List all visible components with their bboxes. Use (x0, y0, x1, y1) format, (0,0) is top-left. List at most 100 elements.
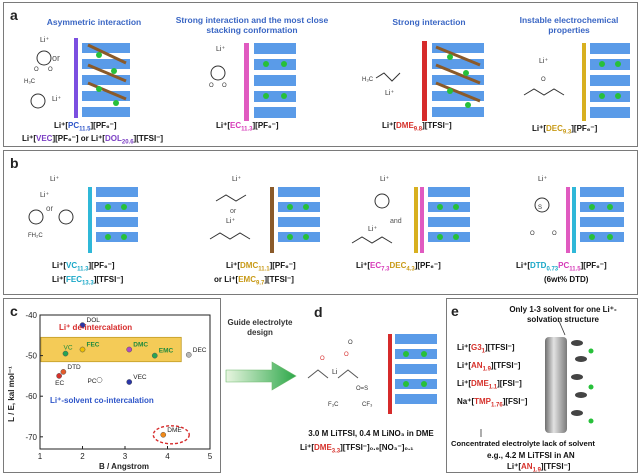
svg-text:O: O (320, 356, 325, 362)
svg-text:or: or (230, 208, 237, 215)
svg-text:Li⁺: Li⁺ (40, 192, 49, 199)
title-asymmetric: Asymmetric interaction (46, 17, 142, 27)
dmc-emc-molecule-icon: Li⁺ or Li⁺ (209, 176, 251, 240)
y-tick-label: -40 (25, 311, 37, 320)
title-strong-interaction: Strong interaction (392, 17, 466, 27)
svg-text:Li⁺: Li⁺ (232, 176, 241, 183)
svg-text:Li⁺: Li⁺ (52, 96, 61, 103)
e-top-note: Only 1-3 solvent for one Li⁺-solvation s… (509, 305, 617, 324)
svg-text:O: O (552, 231, 557, 237)
svg-text:O: O (344, 352, 349, 358)
svg-text:Li⁺: Li⁺ (50, 176, 59, 183)
svg-text:O: O (530, 231, 535, 237)
point-vc (62, 350, 69, 357)
dme-tfsi-cluster-icon: O O Li O=S F₃C CF₃ O (307, 340, 373, 408)
formula-vc: Li⁺[VC11.3][PF₆⁻] (52, 261, 115, 273)
point-label-ec: EC (55, 380, 64, 387)
ec-dec-molecule-icon: Li⁺ and Li⁺ (351, 176, 402, 244)
formula-vec-dol: Li⁺[VEC][PF₆⁻] or Li⁺[DOL20.6][TFSI⁻] (22, 134, 164, 146)
point-dtd (60, 368, 67, 375)
formula-pc: Li⁺[PC11.5][PF₆⁻] (54, 121, 117, 133)
svg-text:Li⁺: Li⁺ (385, 90, 394, 97)
vc-fec-molecule-icon: Li⁺ Li⁺ or FH₂C (28, 176, 74, 239)
svg-text:Li⁺: Li⁺ (539, 58, 548, 65)
y-tick-label: -60 (25, 392, 37, 401)
point-label-fec: FEC (87, 342, 100, 349)
guide-text: Guide electrolyte design (227, 318, 293, 337)
dtd-pc-molecule-icon: Li⁺ S O O (530, 176, 557, 237)
formula-dtd-pc: Li⁺[DTD0.73PC11.5][PF₆⁻] (516, 261, 607, 273)
svg-text:O=S: O=S (356, 386, 368, 392)
point-label-dol: DOL (87, 317, 101, 324)
svg-text:Li⁺: Li⁺ (380, 176, 389, 183)
svg-text:O: O (541, 77, 546, 83)
panel-label-c: c (10, 303, 18, 319)
svg-text:O: O (48, 67, 53, 73)
graphite-stack-ec-icon (244, 43, 296, 121)
panel-a-graphics: Li⁺ O O or H₃C Li⁺ Li⁺ O O (24, 37, 630, 121)
e-item-an: Li⁺[AN1.9][TFSI⁻] (457, 361, 521, 373)
panel-d-graphics: O O Li O=S F₃C CF₃ O (307, 334, 437, 414)
point-fec (79, 346, 86, 353)
svg-text:S: S (538, 205, 542, 211)
y-axis-label: L / E, kal mol⁻¹ (7, 366, 16, 422)
graphite-stack-dtd-icon (566, 187, 624, 253)
guide-arrow (225, 361, 297, 391)
e-item-g3: Li⁺[G31][TFSI⁻] (457, 343, 515, 355)
panel-b: b Li⁺ Li⁺ or FH₂C Li⁺ or Li⁺ (3, 150, 638, 295)
arrow-icon (225, 361, 297, 391)
ec-molecule-icon: Li⁺ O O (209, 46, 227, 89)
dec-molecule-icon: Li⁺ O (523, 58, 565, 96)
point-pc (96, 377, 103, 383)
graphite-stack-dme-icon (422, 41, 484, 121)
e-bottom-3: Li⁺[AN1.9][TFSI⁻] (507, 462, 571, 474)
svg-text:FH₂C: FH₂C (28, 233, 43, 239)
deintercalation-band (40, 336, 182, 363)
panel-label-d: d (314, 304, 323, 320)
svg-text:CF₃: CF₃ (362, 402, 373, 408)
formula-dec: Li⁺[DEC9.3][PF₆⁻] (532, 124, 598, 136)
title-instable: Instable electrochemical properties (519, 15, 619, 35)
e-bottom-1: Concentrated electrolyte lack of solvent (451, 439, 595, 448)
li-label: Li⁺ (40, 37, 49, 44)
panel-a: a Asymmetric interaction Strong interact… (3, 2, 638, 147)
point-label-vc: VC (64, 345, 73, 352)
formula-ec-dec: Li⁺[EC7.3DEC4.3][PF₆⁻] (356, 261, 441, 273)
dme-highlight-ellipse (152, 425, 190, 445)
y-tick-label: -50 (25, 352, 37, 361)
svg-text:O: O (222, 83, 227, 89)
graphite-stack-vc-icon (88, 187, 138, 253)
formula-fec: Li⁺[FEC13.3][TFSI⁻] (52, 275, 124, 287)
solvent-molecules-icon (571, 340, 594, 424)
formula-dmc: Li⁺[DMC11.1][PF₆⁻] (226, 261, 296, 273)
panel-label-e: e (451, 303, 459, 319)
point-dmc (126, 346, 133, 353)
pc-molecule-icon: Li⁺ O O or H₃C Li⁺ (24, 37, 61, 109)
svg-text:Li⁺: Li⁺ (538, 176, 547, 183)
svg-text:or: or (52, 53, 60, 63)
svg-text:O: O (209, 83, 214, 89)
point-emc (151, 352, 158, 359)
point-dme (160, 431, 167, 438)
formula-dme: Li⁺[DME9.8][TFSI⁻] (382, 121, 452, 133)
dtd-note: (6wt% DTD) (544, 275, 589, 284)
formula-ec: Li⁺[EC11.3][PF₆⁻] (216, 121, 279, 133)
e-item-tmp: Na⁺[TMP1.76][FSI⁻] (457, 397, 528, 409)
graphite-stack-dmc-icon (270, 187, 320, 253)
title-strong-stacking: Strong interaction and the most close st… (175, 15, 329, 35)
x-tick-label: 1 (38, 452, 43, 461)
point-dol (79, 322, 86, 329)
point-vec (126, 379, 133, 385)
formula-emc: or Li⁺[EMC9.7][TFSI⁻] (214, 275, 294, 287)
svg-text:O: O (34, 67, 39, 73)
d-caption-2: Li⁺[DME3.3][TFSI⁻]₀.₉[NO₃⁻]₀.₁ (300, 443, 414, 455)
point-label-dec: DEC (193, 347, 207, 354)
x-axis-label: B / Angstrom (99, 462, 149, 471)
x-tick-label: 3 (123, 452, 128, 461)
point-label-dme: DME (167, 427, 182, 434)
panel-b-graphics: Li⁺ Li⁺ or FH₂C Li⁺ or Li⁺ (28, 176, 624, 253)
svg-text:F₃C: F₃C (328, 402, 339, 408)
point-dec (185, 351, 192, 358)
e-bottom-2: e.g., 4.2 M LiTFSI in AN (487, 451, 575, 460)
